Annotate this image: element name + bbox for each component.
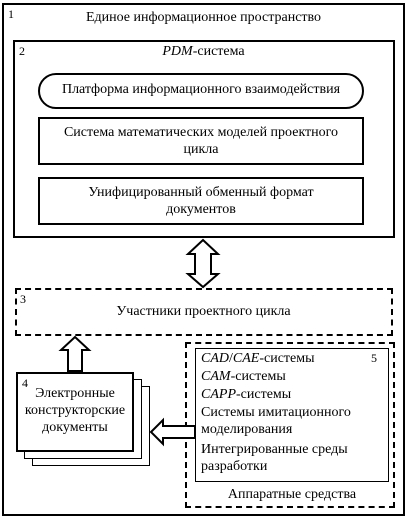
participants-number: 3 — [20, 292, 26, 306]
platform-label: Платформа информационного взаимодействия — [61, 82, 341, 97]
tools-inner-box — [195, 348, 389, 482]
participants-label: Участники проектного цикла — [116, 304, 291, 319]
outer-frame-number: 1 — [8, 7, 14, 21]
documents-box — [16, 372, 134, 452]
pdm-system-title: PDM-система — [162, 44, 245, 59]
exchange-format-label: Унифицированный обменный формат документ… — [88, 185, 314, 217]
models-box — [38, 117, 364, 165]
tools-number: 5 — [371, 351, 377, 365]
integrated-environments: Интегрированные среды разработки — [201, 442, 348, 474]
outer-frame-title: Единое информационное пространство — [85, 10, 322, 25]
cad-cae-systems: CAD/CAE-системы — [201, 351, 315, 366]
models-label: Система математических моделей проектног… — [63, 125, 339, 157]
documents-number: 4 — [22, 376, 28, 390]
cam-systems: CAM-системы — [201, 369, 286, 384]
hardware-label: Аппаратные средства — [227, 487, 357, 502]
double-arrow-pdm-participants — [185, 238, 221, 289]
left-arrow-tools-documents — [149, 417, 196, 447]
simulation-systems: Системы имитационного моделирования — [201, 405, 351, 437]
participants-frame — [15, 288, 393, 336]
documents-label: Электронные конструкторские документы — [24, 386, 126, 435]
exchange-format-box — [38, 177, 364, 225]
up-arrow-documents-participants — [58, 335, 92, 372]
platform-box — [38, 73, 364, 109]
capp-systems: CAPP-системы — [201, 387, 292, 402]
pdm-system-number: 2 — [19, 44, 25, 58]
